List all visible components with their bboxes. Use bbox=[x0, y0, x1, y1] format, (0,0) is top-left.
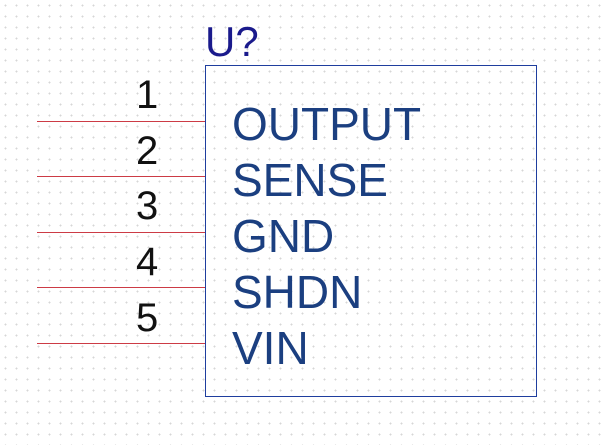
pin-1-line[interactable] bbox=[37, 121, 205, 122]
pin-2-line[interactable] bbox=[37, 176, 205, 177]
pin-3-name: GND bbox=[232, 210, 335, 262]
pin-2-number: 2 bbox=[136, 129, 159, 173]
pin-4-name: SHDN bbox=[232, 266, 363, 318]
pin-3-number: 3 bbox=[136, 184, 159, 228]
component-designator[interactable]: U? bbox=[205, 18, 259, 65]
pin-5-number: 5 bbox=[136, 296, 159, 340]
pin-3-line[interactable] bbox=[37, 232, 205, 233]
pin-1-name: OUTPUT bbox=[232, 98, 422, 150]
pin-5-line[interactable] bbox=[37, 343, 205, 344]
pin-5-name: VIN bbox=[232, 322, 309, 374]
pin-2-name: SENSE bbox=[232, 154, 388, 206]
pin-4-number: 4 bbox=[136, 240, 159, 284]
component-body[interactable] bbox=[205, 65, 537, 397]
pin-1-number: 1 bbox=[136, 73, 159, 117]
pin-4-line[interactable] bbox=[37, 287, 205, 288]
